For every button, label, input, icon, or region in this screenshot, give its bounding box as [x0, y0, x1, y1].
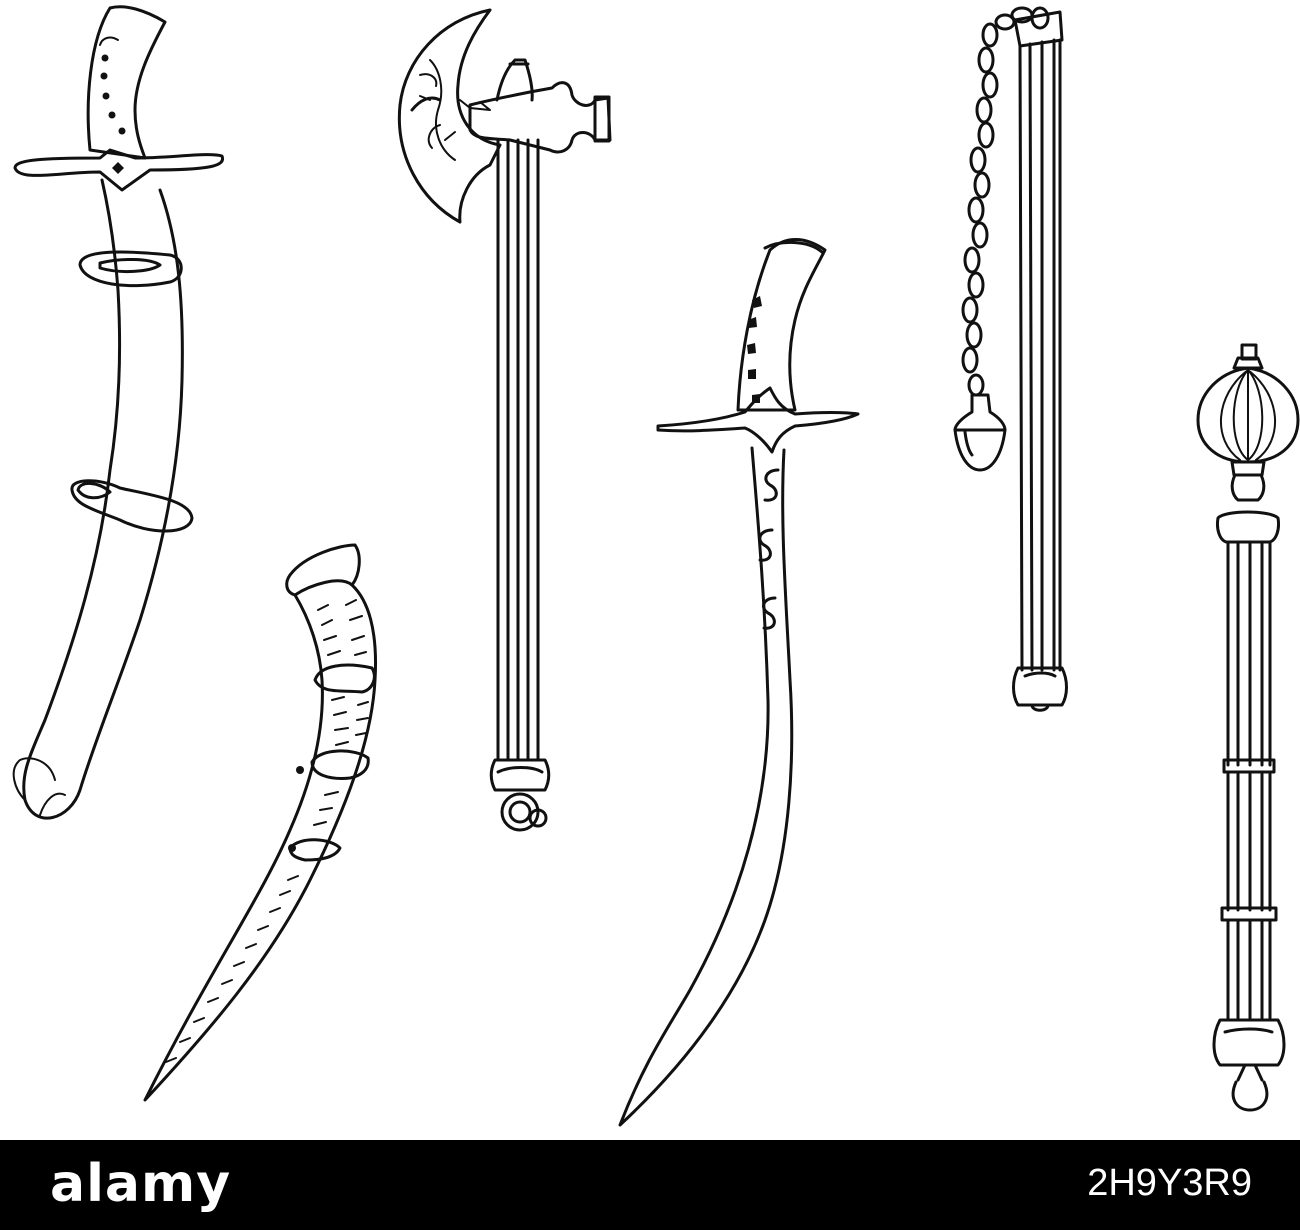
- curved-dagger-sheath: [143, 543, 378, 1102]
- flail: [953, 6, 1068, 712]
- weapons-line-illustration: [12, 5, 1300, 1127]
- scimitar: [618, 238, 860, 1127]
- battle-axe: [397, 8, 612, 832]
- mace: [1196, 343, 1300, 1112]
- alamy-logo: alamy: [50, 1154, 232, 1214]
- image-id-label: 2H9Y3R9: [1087, 1162, 1252, 1204]
- stock-footer-bar: alamy 2H9Y3R9: [0, 1140, 1300, 1230]
- sheathed-saber: [12, 5, 225, 820]
